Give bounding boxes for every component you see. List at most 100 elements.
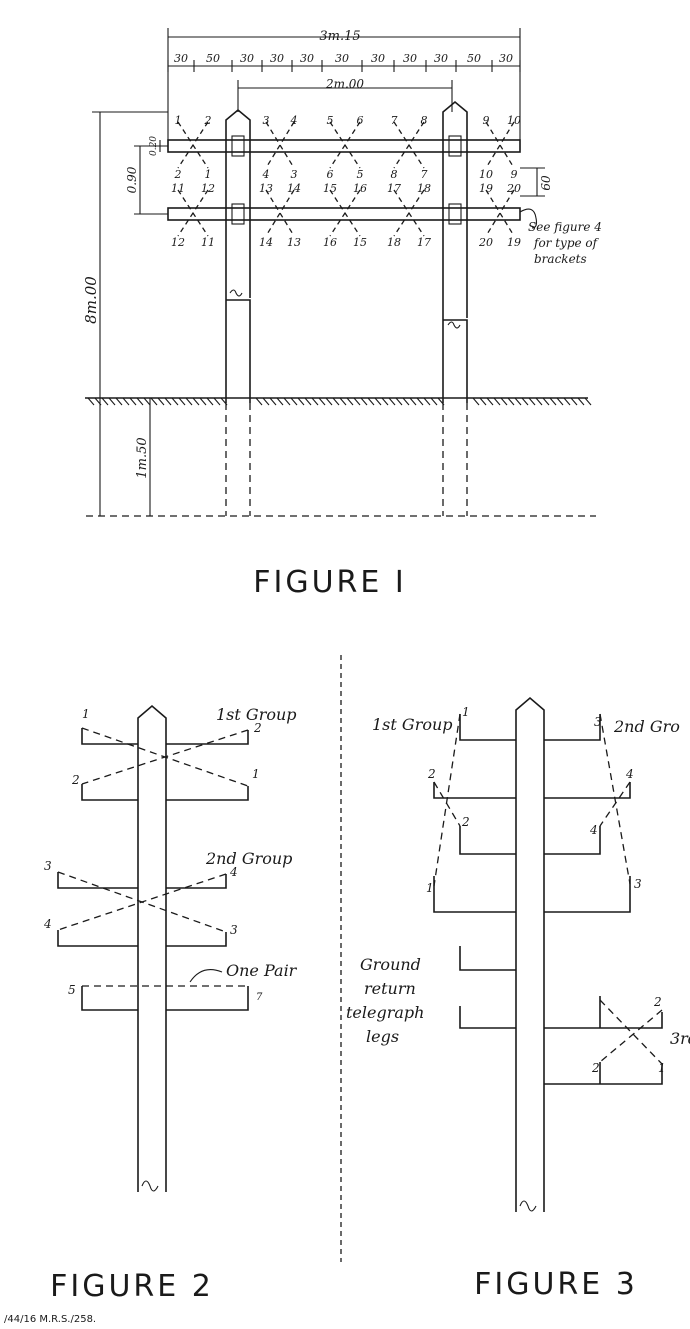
wire-number: 16 <box>323 236 337 249</box>
wire-number: 11 <box>171 182 185 195</box>
wire-number: 10 <box>479 168 493 181</box>
wire-number: 7 <box>421 168 428 181</box>
f2-label-g1-tr: 2 <box>253 721 262 735</box>
f3-label-a1b: 1 <box>426 881 434 895</box>
wire-number: 2 <box>204 114 212 127</box>
f2-group-2-label: 2nd Group <box>205 849 292 868</box>
f3-ground-return-2: return <box>364 979 416 998</box>
segment-labels: 30 50 30 30 30 30 30 30 30 50 30 <box>174 52 513 65</box>
f3-label-c1b: 1 <box>658 1061 666 1075</box>
f3-group-1-label: 1st Group <box>372 715 453 734</box>
f2-label-pair-left: 5 <box>68 983 76 997</box>
wire-number: 4 <box>290 114 298 127</box>
wire-number: 3 <box>263 114 270 127</box>
f2-label-g2-tr: 4 <box>229 865 238 879</box>
wire-number: 1 <box>205 168 212 181</box>
segment-label: 50 <box>206 52 220 65</box>
arm-depth-label: 0.20 <box>149 136 159 156</box>
f3-ground-return-3: telegraph <box>346 1003 424 1022</box>
note-line-3: brackets <box>534 252 587 266</box>
wire-number: 15 <box>353 236 367 249</box>
segment-label: 30 <box>270 52 284 65</box>
figure-3-pole <box>515 696 545 1212</box>
wire-number: 8 <box>421 114 428 127</box>
segment-label: 30 <box>434 52 448 65</box>
f3-label-a1: 1 <box>462 705 470 719</box>
f2-label-g1-bl: 2 <box>71 773 80 787</box>
wire-number: 12 <box>201 182 215 195</box>
wire-number: 15 <box>323 182 337 195</box>
f2-group-1-label: 1st Group <box>216 705 297 724</box>
wire-number: 3 <box>291 168 298 181</box>
segment-label: 30 <box>174 52 188 65</box>
figure-2-pole <box>137 704 167 1192</box>
f3-label-a2b: 2 <box>461 815 470 829</box>
f2-label-g2-bl: 4 <box>43 917 52 931</box>
f2-label-pair-right: 7 <box>256 992 263 1003</box>
left-pole <box>225 108 251 403</box>
f3-group-2-label: 2nd Gro <box>613 717 680 736</box>
wire-number: 19 <box>507 236 521 249</box>
note-line-1: See figure 4 <box>528 220 602 234</box>
f2-one-pair-label: One Pair <box>226 961 298 980</box>
wire-number: 8 <box>391 168 398 181</box>
wire-number: 14 <box>287 182 301 195</box>
f3-label-a2: 2 <box>427 767 436 781</box>
figure-2: 1 2 2 1 1st Group 3 4 4 3 2nd Group 5 7 … <box>43 704 298 1304</box>
wire-number: 16 <box>353 182 367 195</box>
wire-number: 4 <box>262 168 270 181</box>
wire-number: 6 <box>357 114 364 127</box>
wire-number: 13 <box>287 236 301 249</box>
wire-number: 6 <box>327 168 334 181</box>
wire-number: 11 <box>201 236 215 249</box>
wire-number: 19 <box>479 182 493 195</box>
wire-number: 5 <box>327 114 334 127</box>
wire-number: 14 <box>259 236 273 249</box>
figure-3: 1st Group 1 2 2 1 3 2nd Gro 4 4 3 Ground… <box>346 696 690 1302</box>
wire-number: 7 <box>391 114 398 127</box>
figure-3-caption: FIGURE 3 <box>474 1267 638 1302</box>
f2-label-g2-br: 3 <box>230 923 238 937</box>
wire-number: 9 <box>511 168 518 181</box>
wire-number: 5 <box>357 168 364 181</box>
segment-label: 30 <box>499 52 513 65</box>
wire-number: 18 <box>417 182 431 195</box>
f3-label-c2t: 2 <box>653 995 662 1009</box>
height-label: 8m.00 <box>82 276 100 324</box>
segment-label: 30 <box>300 52 314 65</box>
figure-2-caption: FIGURE 2 <box>50 1269 214 1304</box>
wire-number: 17 <box>387 182 401 195</box>
wire-number: 17 <box>417 236 431 249</box>
f2-label-g2-tl: 3 <box>44 859 52 873</box>
f3-label-b4: 4 <box>625 767 634 781</box>
segment-label: 30 <box>371 52 385 65</box>
f3-label-b3b: 3 <box>634 877 642 891</box>
arm-spacing-label: 0.90 <box>125 166 139 193</box>
segment-label: 50 <box>467 52 481 65</box>
depth-label: 1m.50 <box>135 437 150 478</box>
wire-number: 20 <box>478 236 493 249</box>
f3-label-b4b: 4 <box>589 823 598 837</box>
footer-reference: /44/16 M.R.S./258. <box>4 1314 96 1325</box>
wire-number: 12 <box>171 236 185 249</box>
wire-number: 13 <box>259 182 273 195</box>
f2-label-g1-tl: 1 <box>82 707 90 721</box>
f3-label-b3: 3 <box>594 715 602 729</box>
wire-number: 1 <box>175 114 182 127</box>
wire-number: 2 <box>174 168 182 181</box>
f3-ground-return-1: Ground <box>360 955 421 974</box>
note-line-2: for type of <box>533 236 600 250</box>
span-label: 2m.00 <box>325 77 364 91</box>
f2-label-g1-br: 1 <box>252 767 260 781</box>
right-pole <box>442 100 468 403</box>
side-gap-label: 60 <box>539 175 553 191</box>
figure-1-caption: FIGURE I <box>253 565 407 600</box>
segment-label: 30 <box>240 52 254 65</box>
segment-label: 30 <box>403 52 417 65</box>
segment-label: 30 <box>335 52 349 65</box>
f3-label-c2b: 2 <box>591 1061 600 1075</box>
wire-number: 9 <box>483 114 490 127</box>
